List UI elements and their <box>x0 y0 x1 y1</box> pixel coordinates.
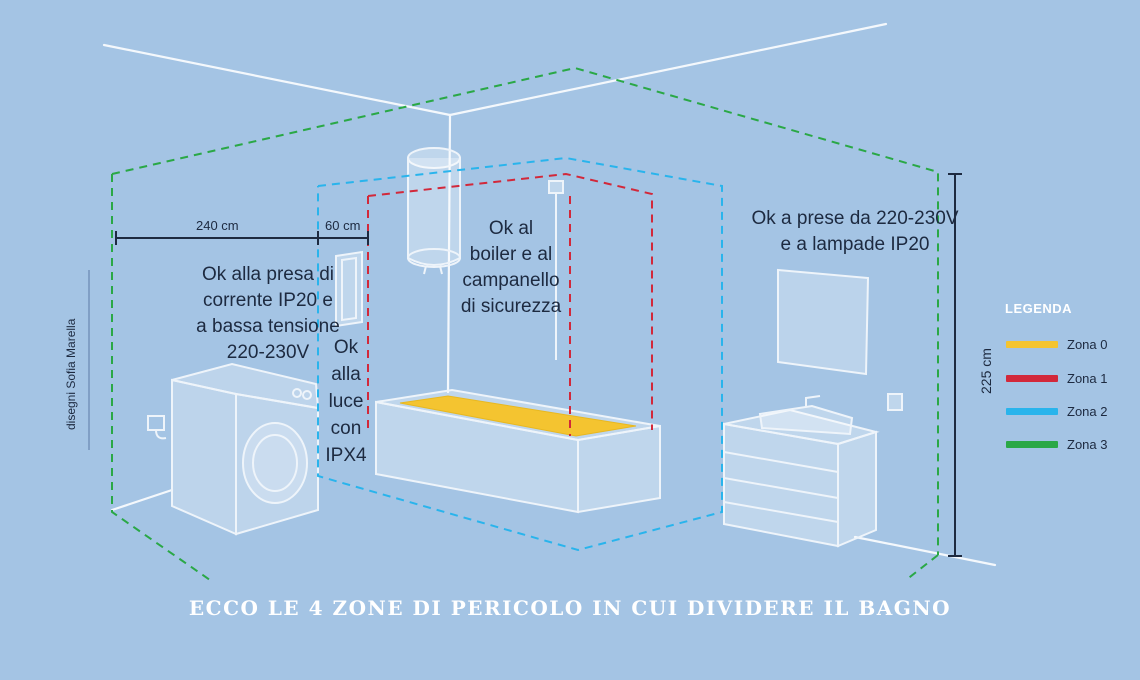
legend-item-zone-2: Zona 2 <box>1006 401 1107 421</box>
wall-socket <box>887 393 903 411</box>
legend-title: LEGENDA <box>1005 301 1073 316</box>
legend-item-zone-3: Zona 3 <box>1006 434 1107 454</box>
washer-zone-label: Ok alla presa di corrente IP20 e a bassa… <box>196 264 340 363</box>
zone-0-area <box>399 395 637 437</box>
legend-label: Zona 0 <box>1067 336 1108 352</box>
boiler-zone-label: Ok al boiler e al campanello di sicurezz… <box>460 218 562 317</box>
zone-0-swatch <box>1006 340 1058 348</box>
zone-3-boundary <box>111 66 939 581</box>
dimension-240: 240 cm <box>196 218 239 233</box>
zone-1-boundary <box>367 172 653 436</box>
legend-label: Zona 3 <box>1067 436 1108 452</box>
zone-2-swatch <box>1006 407 1058 415</box>
room-sketch <box>102 22 997 567</box>
wall-lamp <box>335 250 363 328</box>
legend-label: Zona 2 <box>1067 403 1108 419</box>
legend-item-zone-0: Zona 0 <box>1006 334 1107 354</box>
sink-cabinet <box>723 395 880 548</box>
zone-2-boundary <box>317 156 723 552</box>
dimension-225: 225 cm <box>978 348 994 394</box>
emergency-cord <box>548 180 564 360</box>
boiler <box>407 147 461 275</box>
legend-label: Zona 1 <box>1067 370 1108 386</box>
legend-item-zone-1: Zona 1 <box>1006 368 1107 388</box>
mirror <box>777 268 870 376</box>
zone-2-strip-label: Ok alla luce con IPX4 <box>325 337 367 466</box>
sink-zone-label: Ok a prese da 220-230V e a lampade IP20 <box>751 208 959 255</box>
zone-3-swatch <box>1006 440 1058 448</box>
caption: ECCO LE 4 ZONE DI PERICOLO IN CUI DIVIDE… <box>188 596 952 620</box>
dimension-lines <box>115 173 962 557</box>
washing-machine <box>147 362 320 536</box>
zone-1-swatch <box>1006 374 1058 382</box>
illustration-credit: disegni Sofia Marella <box>64 318 78 430</box>
dimension-60: 60 cm <box>325 218 361 233</box>
